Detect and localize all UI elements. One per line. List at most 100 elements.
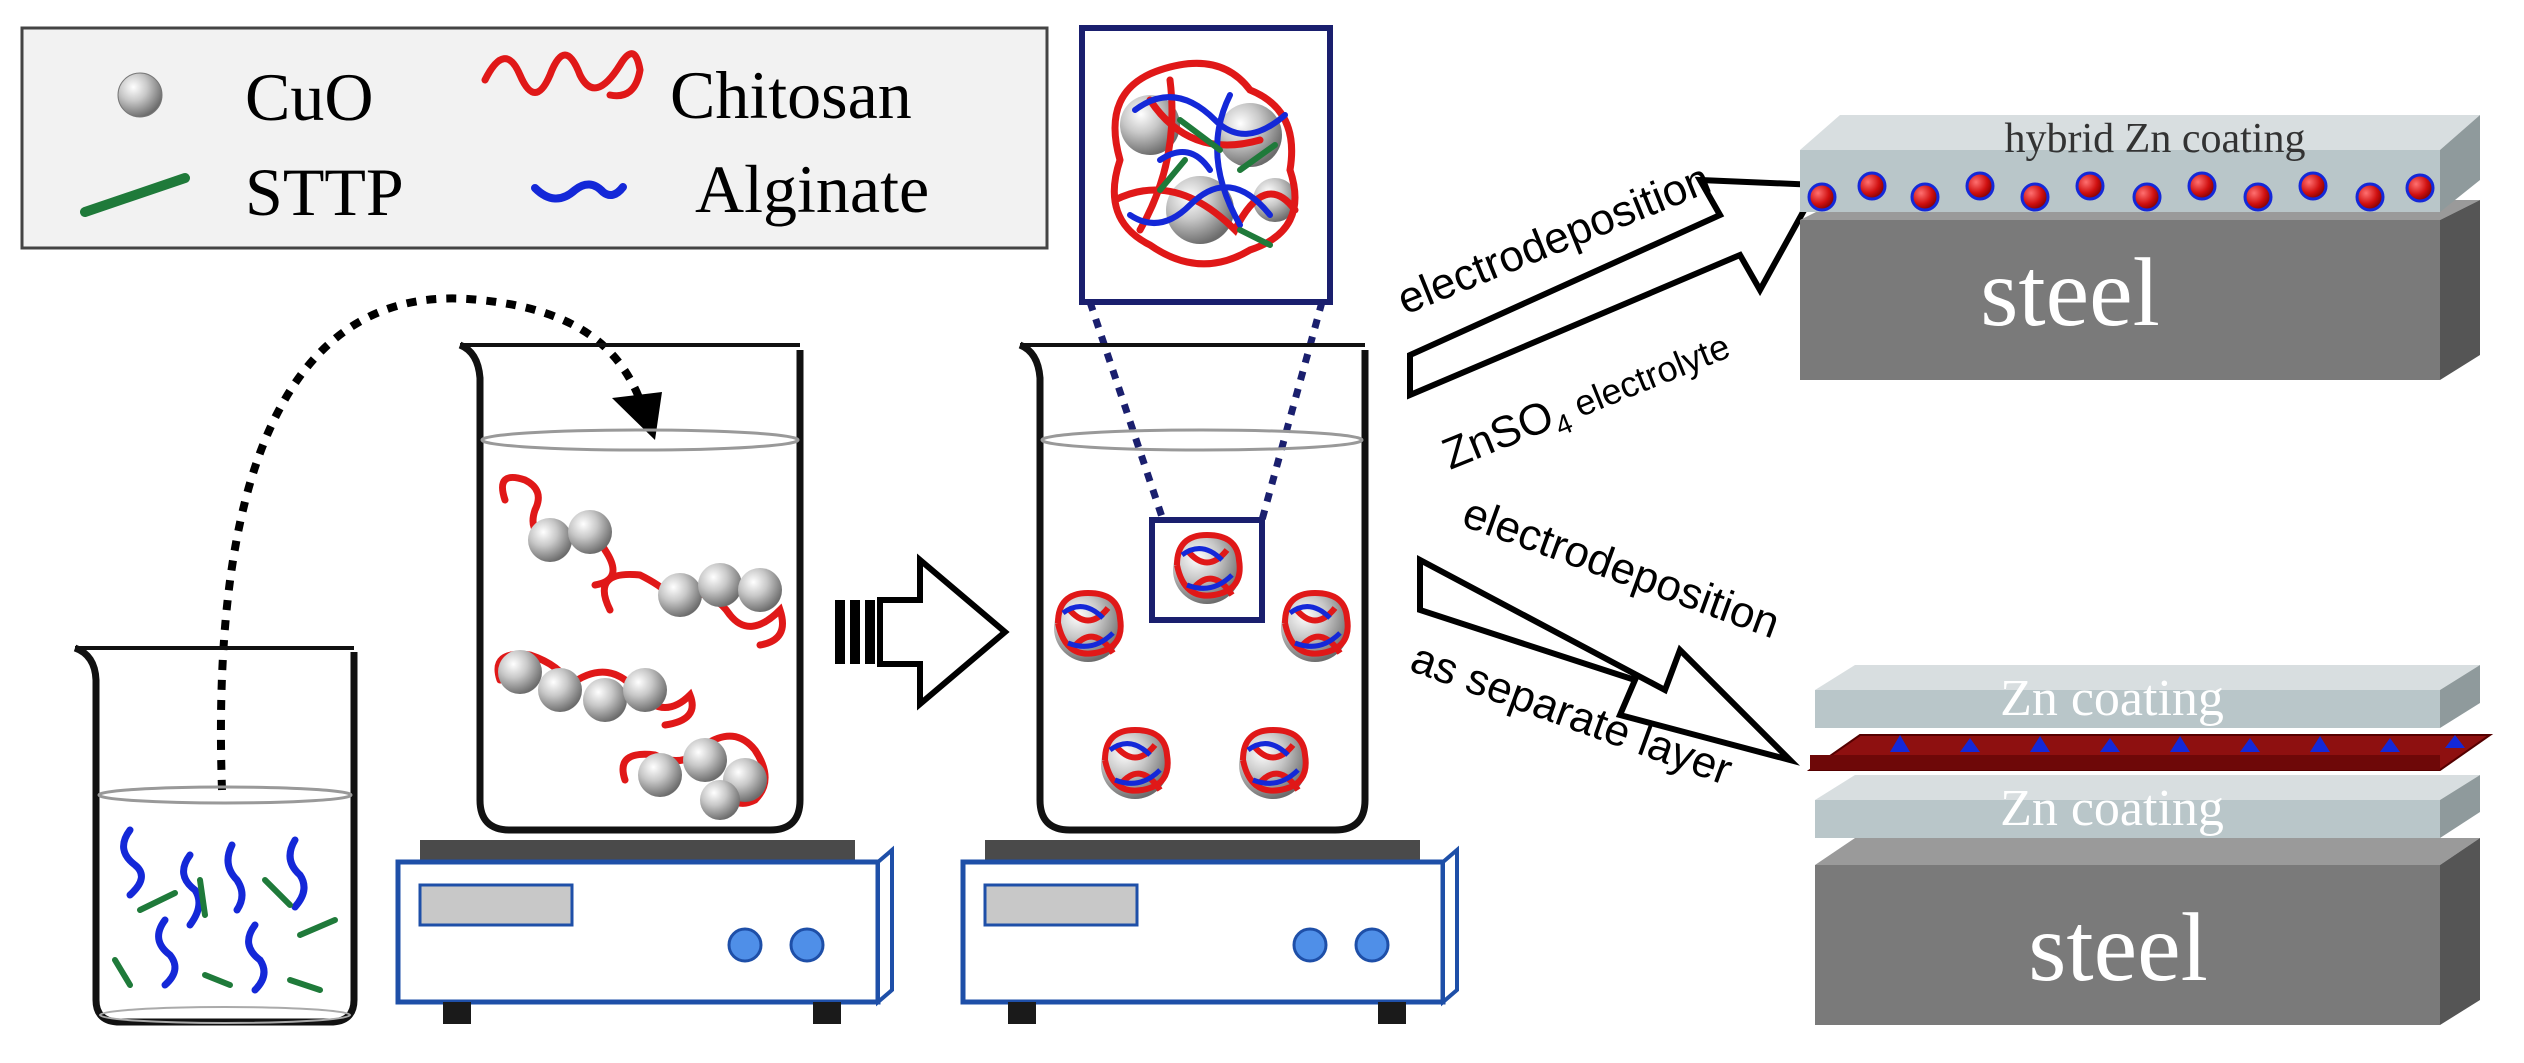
legend-cuo-label: CuO bbox=[245, 59, 373, 135]
nanoparticle-dot bbox=[2240, 738, 2260, 752]
stirrer2-side bbox=[1441, 845, 1459, 1007]
zoom-chitosan-chain bbox=[1110, 59, 1299, 268]
beaker3-liquid-surface bbox=[1040, 428, 1364, 452]
embedded-nanoparticle bbox=[2187, 171, 2217, 201]
upper-zn-front-face bbox=[1815, 690, 2440, 728]
upper-zn-top-face bbox=[1815, 665, 2480, 690]
cuo-particle bbox=[700, 780, 740, 820]
stirrer2-foot-right bbox=[1378, 1002, 1406, 1024]
alginate-chain bbox=[245, 921, 268, 994]
zoom-sttp-chain bbox=[1157, 117, 1278, 248]
bottom-steel-top-face bbox=[1815, 838, 2480, 865]
alginate-chains bbox=[120, 826, 308, 994]
stirrer2-top-plate bbox=[985, 840, 1420, 862]
nanoparticle-layer-front bbox=[1810, 755, 2440, 770]
stirrer2-knob-1 bbox=[1292, 927, 1328, 963]
hybrid-coating-label: hybrid Zn coating bbox=[2005, 116, 2306, 162]
cuo-particle bbox=[568, 510, 612, 554]
magnetic-stirrer-1 bbox=[395, 840, 894, 1024]
stirrer2-foot-left bbox=[1008, 1002, 1036, 1024]
nanoparticle-dot bbox=[1890, 735, 1910, 752]
sttp-chain bbox=[112, 957, 133, 988]
sttp-legend-icon bbox=[80, 173, 190, 217]
stirrer1-knob-1 bbox=[727, 927, 763, 963]
nanoparticle-clusters bbox=[1054, 531, 1351, 799]
bottom-steel-front-face bbox=[1815, 865, 2440, 1025]
cuo-particle bbox=[638, 753, 682, 797]
cuo-particle bbox=[498, 650, 542, 694]
lower-zn-side-face bbox=[2440, 775, 2480, 838]
cuo-particle bbox=[698, 563, 742, 607]
sttp-chain bbox=[262, 877, 293, 908]
nanoparticle-alginate-wrap bbox=[1288, 604, 1342, 649]
embedded-nanoparticle bbox=[2075, 171, 2105, 201]
top-steel-side-face bbox=[2440, 200, 2480, 380]
sttp-chain bbox=[297, 917, 338, 938]
nanoparticle-alginate-wrap bbox=[1108, 741, 1162, 786]
process-arrow-stripe bbox=[865, 600, 875, 664]
small-beaker-liquid-surface bbox=[97, 785, 353, 805]
nanoparticle bbox=[1239, 726, 1309, 799]
top-steel-front-face bbox=[1800, 220, 2440, 380]
cuo-particle bbox=[683, 738, 727, 782]
layered-coated-steel: steel Zn coating Zn coating bbox=[1806, 665, 2494, 1025]
stirrer1-display bbox=[418, 883, 574, 927]
embedded-nanoparticle bbox=[1857, 171, 1887, 201]
hybrid-layer-front-face bbox=[1800, 150, 2440, 212]
nanoparticle-alginate-wrap bbox=[1180, 546, 1234, 591]
nanoparticle-dot bbox=[2030, 736, 2050, 752]
beaker-chitosan-cuo bbox=[458, 341, 804, 834]
sttp-chains bbox=[112, 877, 338, 993]
process-arrow bbox=[835, 553, 1010, 711]
stirrer1-top-plate bbox=[420, 840, 855, 862]
beaker3-glass bbox=[1018, 341, 1369, 834]
embedded-nanoparticle bbox=[2405, 173, 2435, 203]
hybrid-layer-top-face bbox=[1800, 115, 2480, 150]
process-arrow-stripe bbox=[850, 600, 860, 664]
magnetic-stirrer-2 bbox=[960, 840, 1459, 1024]
nanoparticle-layer-dots bbox=[1890, 735, 2465, 752]
electrodeposition-arrow-bottom: electrodeposition as separate layer bbox=[1405, 488, 1800, 795]
cuo-particle bbox=[528, 518, 572, 562]
embedded-nanoparticle bbox=[1910, 182, 1940, 212]
hybrid-coated-steel: steel hybrid Zn coating bbox=[1800, 115, 2480, 380]
electrodeposition-bottom-arrow-icon bbox=[1417, 555, 1800, 766]
chitosan-cuo-complexes bbox=[494, 474, 786, 820]
embedded-nanoparticle bbox=[1965, 171, 1995, 201]
alginate-chain bbox=[120, 826, 145, 899]
beaker3-zoom-marker bbox=[1149, 517, 1265, 623]
nanoparticle bbox=[1281, 589, 1351, 662]
lower-zn-front-face bbox=[1815, 800, 2440, 838]
nanoparticle-alginate-wrap bbox=[1061, 604, 1115, 649]
sttp-chain bbox=[137, 890, 178, 913]
legend-chitosan-label: Chitosan bbox=[670, 57, 912, 133]
bottom-steel-label: steel bbox=[2028, 894, 2208, 1002]
alginate-chain bbox=[155, 916, 179, 989]
zoom-connector-right bbox=[1258, 301, 1326, 521]
cuo-legend-icon bbox=[117, 72, 163, 118]
electrodeposition-top-arrow-icon bbox=[1407, 176, 1823, 400]
upper-zn-side-face bbox=[2440, 665, 2480, 728]
nanoparticle-dot bbox=[1960, 738, 1980, 752]
embedded-nanoparticle bbox=[2243, 182, 2273, 212]
nanoparticle bbox=[1054, 589, 1124, 662]
embedded-nanoparticle bbox=[2132, 182, 2162, 212]
zoom-alginate-chain bbox=[1127, 92, 1288, 228]
chitosan-legend-icon bbox=[481, 50, 644, 100]
stirrer1-foot-left bbox=[443, 1002, 471, 1024]
process-arrow-stripe bbox=[835, 600, 845, 664]
stirrer1-side bbox=[876, 845, 894, 1007]
embedded-nanoparticle bbox=[2355, 182, 2385, 212]
nanoparticle-dot bbox=[2310, 736, 2330, 752]
beaker2-glass bbox=[458, 341, 804, 834]
nanoparticle-dot bbox=[2445, 735, 2465, 748]
process-arrow-icon bbox=[877, 553, 1010, 711]
bottom-steel-side-face bbox=[2440, 838, 2480, 1025]
small-beaker-bottom bbox=[99, 1006, 351, 1024]
legend-box bbox=[20, 26, 1049, 250]
chitosan-chain bbox=[619, 732, 769, 807]
stirrer1-foot-right bbox=[813, 1002, 841, 1024]
stirrer1-knob-2 bbox=[789, 927, 825, 963]
legend: CuO Chitosan STTP Alginate bbox=[20, 26, 1049, 250]
